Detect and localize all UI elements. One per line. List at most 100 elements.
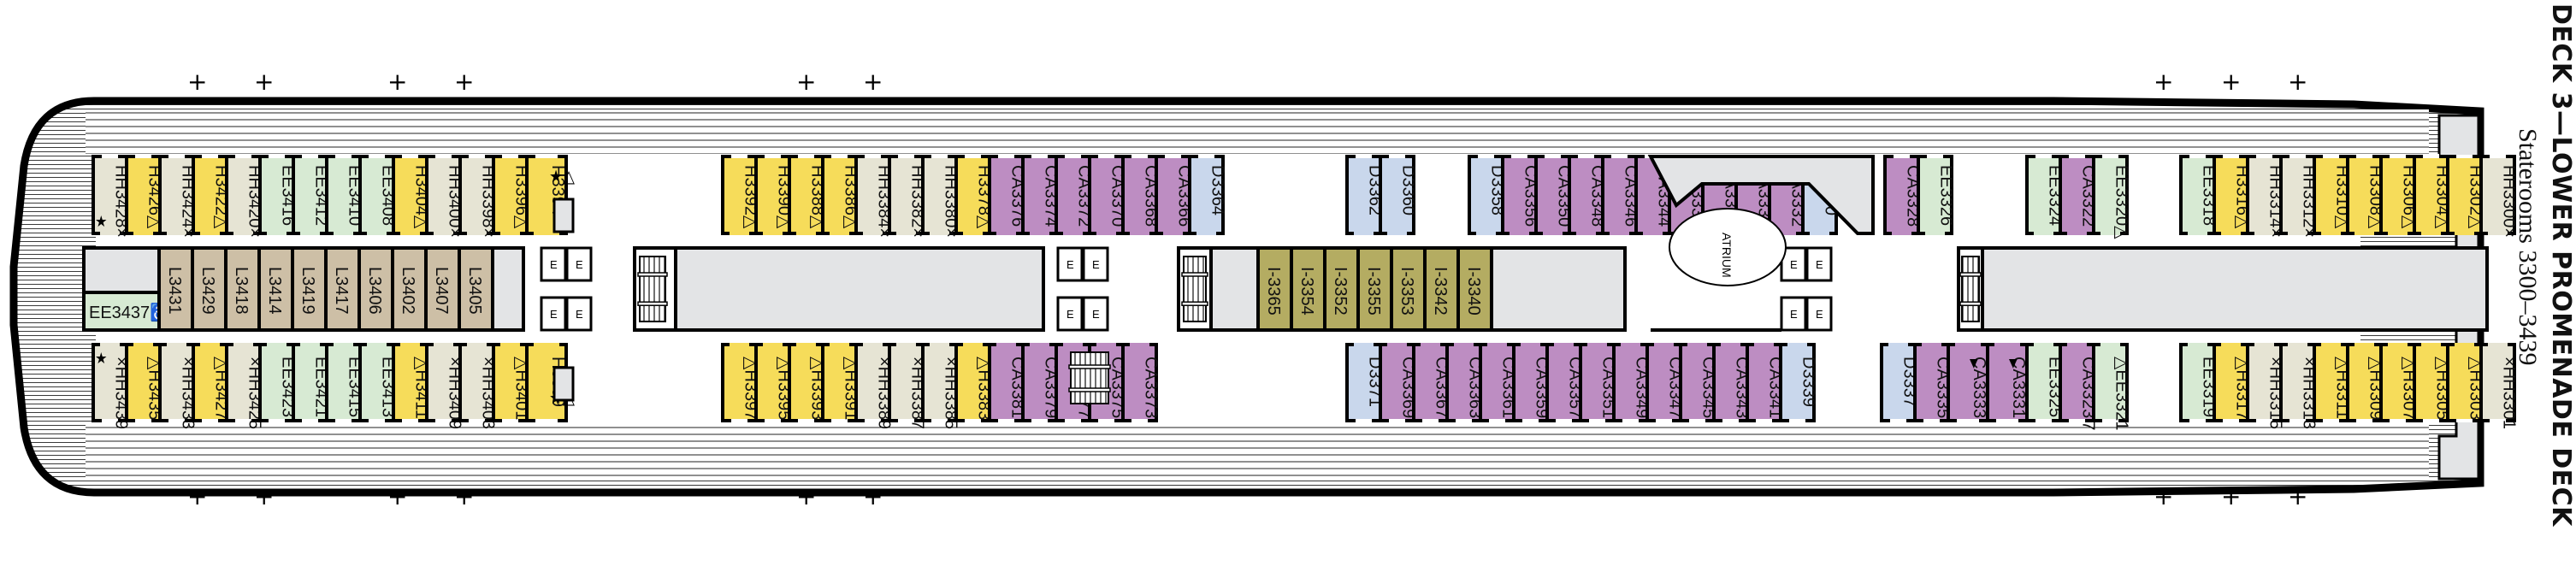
cabin-ca3335[interactable]: CA3335 [1913,343,1953,422]
cabin-ca3367[interactable]: CA3367 [1412,343,1451,422]
cabin-hh3301[interactable]: ×HH3301 [2479,343,2519,429]
cabin-h3310[interactable]: H3310△ [2313,155,2352,235]
cabin-ca3331[interactable]: CA3331▼ [1986,343,2029,422]
cabin-hh3314[interactable]: HH3314× [2246,155,2285,238]
cabin-l3414[interactable]: L3414 [257,246,294,332]
cabin-ca3347[interactable]: CA3347 [1645,343,1685,422]
cabin-h3426[interactable]: H3426△ [125,155,164,235]
cabin-hh3382[interactable]: HH3382× [888,155,927,238]
cabin-ee3319[interactable]: EE3319 [2179,343,2219,422]
cabin-i-3353[interactable]: I-3353 [1390,246,1427,332]
cabin-ca3348[interactable]: CA3348 [1568,155,1607,235]
cabin-h3378[interactable]: H3378△ [954,155,994,235]
cabin-h3386[interactable]: H3386△ [821,155,860,235]
cabin-hh3312[interactable]: HH3312× [2279,155,2319,238]
cabin-l3419[interactable]: L3419 [291,246,328,332]
elevator[interactable]: E [540,246,567,282]
cabin-hh3389[interactable]: ×HH3389 [854,343,894,429]
cabin-ee3412[interactable]: EE3412 [292,155,331,235]
elevator[interactable]: E [1082,296,1109,332]
cabin-ee3326[interactable]: EE3326 [1917,155,1956,235]
cabin-i-3342[interactable]: I-3342 [1423,246,1460,332]
cabin-ee3318[interactable]: EE3318 [2179,155,2219,235]
cabin-h3393[interactable]: △H3393 [788,343,827,422]
cabin-ee3321[interactable]: △EE3321 [2092,343,2131,431]
cabin-h3394[interactable]: H3394★△ [525,155,575,235]
cabin-h3390[interactable]: H3390△ [754,155,794,235]
cabin-h3404[interactable]: H3404△ [392,155,431,235]
elevator[interactable]: E [565,246,593,282]
cabin-hh3439[interactable]: ×HH3439★ [92,343,131,429]
cabin-h3388[interactable]: H3388△ [788,155,827,235]
cabin-h3309[interactable]: △H3309 [2346,343,2385,422]
cabin-ee3413[interactable]: EE3413 [358,343,398,422]
elevator[interactable]: E [540,296,567,332]
cabin-ca3328[interactable]: CA3328 [1883,155,1923,235]
cabin-l3407[interactable]: L3407 [424,246,461,332]
cabin-ee3408[interactable]: EE3408 [358,155,398,235]
cabin-l3418[interactable]: L3418 [224,246,261,332]
cabin-h3311[interactable]: △H3311 [2313,343,2352,422]
cabin-h3411[interactable]: △H3411 [392,343,431,422]
cabin-h3306[interactable]: H3306△ [2379,155,2419,235]
cabin-i-3354[interactable]: I-3354 [1290,246,1326,332]
cabin-hh3428[interactable]: HH3428×★ [92,155,131,238]
cabin-ca3322[interactable]: CA3322 [2059,155,2098,235]
cabin-hh3385[interactable]: ×HH3385 [921,343,960,429]
cabin-h3422[interactable]: H3422△ [192,155,231,235]
cabin-d3360[interactable]: D3360 [1379,155,1418,235]
cabin-h3302[interactable]: H3302△ [2446,155,2485,235]
elevator[interactable]: E [565,296,593,332]
cabin-ca3351[interactable]: CA3351 [1579,343,1618,422]
cabin-ca3369[interactable]: CA3369 [1379,343,1418,422]
cabin-ca3361[interactable]: CA3361 [1479,343,1518,422]
elevator[interactable]: E [1056,246,1084,282]
atrium[interactable]: ATRIUM [1647,155,1875,332]
cabin-d3364[interactable]: D3364 [1188,155,1227,235]
cabin-hh3384[interactable]: HH3384× [854,155,894,238]
cabin-l3405[interactable]: L3405 [458,246,494,332]
cabin-h3308[interactable]: H3308△ [2346,155,2385,235]
cabin-i-3352[interactable]: I-3352 [1323,246,1360,332]
cabin-ee3437[interactable]: EE3437♿ [82,291,171,332]
cabin-h3391[interactable]: △H3391 [821,343,860,422]
cabin-ee3415[interactable]: EE3415 [325,343,364,422]
cabin-ca3345[interactable]: CA3345 [1679,343,1718,422]
cabin-h3303[interactable]: △H3303 [2446,343,2485,422]
cabin-l3417[interactable]: L3417 [324,246,361,332]
cabin-h3316[interactable]: H3316△ [2213,155,2252,235]
cabin-ca3350[interactable]: CA3350 [1534,155,1574,235]
cabin-h3401[interactable]: △H3401 [492,343,531,422]
cabin-hh3400[interactable]: HH3400× [425,155,464,238]
cabin-i-3355[interactable]: I-3355 [1356,246,1393,332]
cabin-ca3374[interactable]: CA3374 [1021,155,1061,235]
cabin-ca3372[interactable]: CA3372 [1055,155,1094,235]
cabin-hh3409[interactable]: ×HH3409 [425,343,464,429]
cabin-hh3387[interactable]: ×HH3387 [888,343,927,429]
cabin-h3392[interactable]: H3392△ [721,155,760,235]
cabin-d3337[interactable]: D3337 [1880,343,1919,422]
cabin-hh3433[interactable]: ×HH3433 [158,343,198,429]
cabin-ca3366[interactable]: CA3366 [1155,155,1194,235]
cabin-h3305[interactable]: △H3305 [2413,343,2452,422]
cabin-l3429[interactable]: L3429 [191,246,227,332]
cabin-ca3356[interactable]: CA3356 [1501,155,1540,235]
cabin-ca3346[interactable]: CA3346 [1601,155,1640,235]
cabin-ca3357[interactable]: CA3357 [1545,343,1585,422]
cabin-ca3323[interactable]: CA3323 [2059,343,2098,422]
cabin-h3399[interactable]: H3399★△ [525,343,575,422]
cabin-ca3373[interactable]: CA3373 [1121,343,1161,422]
cabin-h3383[interactable]: △H3383 [954,343,994,422]
cabin-ca3376[interactable]: CA3376 [988,155,1027,235]
elevator[interactable]: E [1805,296,1833,332]
cabin-hh3403[interactable]: ×HH3403 [458,343,498,429]
cabin-ca3341[interactable]: CA3341 [1746,343,1785,422]
cabin-l3406[interactable]: L3406 [357,246,394,332]
cabin-ee3423[interactable]: EE3423 [258,343,298,422]
cabin-ee3410[interactable]: EE3410 [325,155,364,235]
cabin-h3304[interactable]: H3304△ [2413,155,2452,235]
cabin-ee3324[interactable]: EE3324 [2025,155,2065,235]
cabin-ee3421[interactable]: EE3421 [292,343,331,422]
cabin-hh3300[interactable]: HH3300× [2479,155,2519,238]
cabin-d3339[interactable]: D3339 [1779,343,1818,422]
